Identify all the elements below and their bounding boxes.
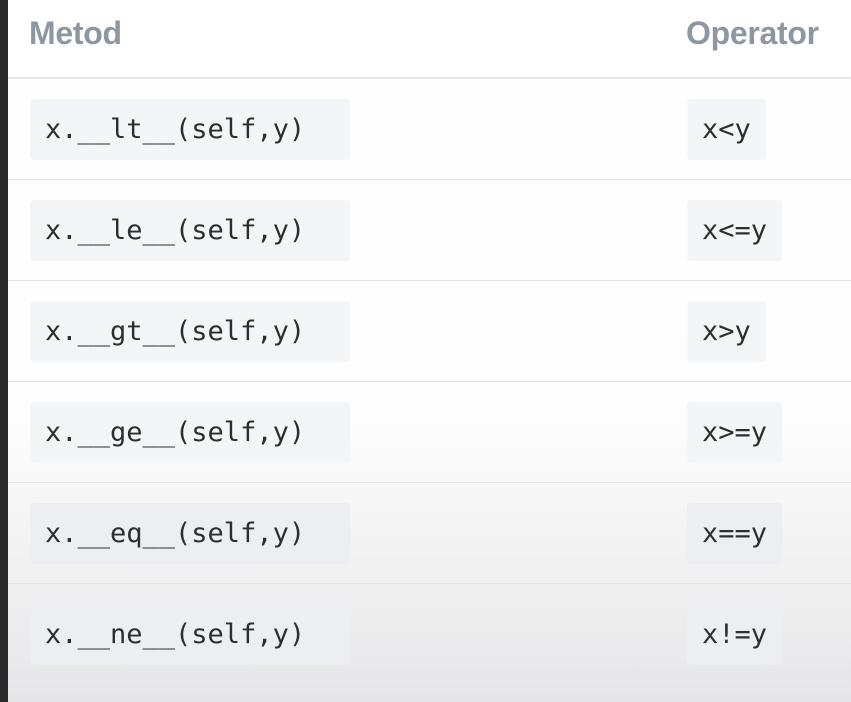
table-row: x.__gt__(self,y) x>y bbox=[8, 281, 851, 382]
method-code: x.__ge__(self,y) bbox=[30, 402, 350, 463]
operator-code: x<y bbox=[687, 99, 766, 160]
method-code: x.__eq__(self,y) bbox=[30, 503, 350, 564]
table-body: x.__lt__(self,y) x<y x.__le__(self,y) x<… bbox=[8, 79, 851, 685]
method-code: x.__ne__(self,y) bbox=[30, 604, 350, 665]
method-code: x.__lt__(self,y) bbox=[30, 99, 350, 160]
table-row: x.__eq__(self,y) x==y bbox=[8, 483, 851, 584]
header-method: Metod bbox=[29, 15, 122, 51]
operator-code: x>y bbox=[687, 301, 766, 362]
method-code: x.__le__(self,y) bbox=[30, 200, 350, 261]
operator-code: x==y bbox=[687, 503, 783, 564]
table-row: x.__ne__(self,y) x!=y bbox=[8, 584, 851, 685]
method-code: x.__gt__(self,y) bbox=[30, 301, 350, 362]
operator-code: x>=y bbox=[687, 402, 783, 463]
comparison-methods-table: Metod Operator x.__lt__(self,y) x<y x.__… bbox=[8, 0, 851, 702]
table-row: x.__ge__(self,y) x>=y bbox=[8, 382, 851, 483]
operator-code: x!=y bbox=[687, 604, 783, 665]
operator-code: x<=y bbox=[687, 200, 783, 261]
table-row: x.__le__(self,y) x<=y bbox=[8, 180, 851, 281]
table-header: Metod Operator bbox=[8, 0, 851, 79]
header-operator: Operator bbox=[686, 15, 819, 51]
table-row: x.__lt__(self,y) x<y bbox=[8, 79, 851, 180]
